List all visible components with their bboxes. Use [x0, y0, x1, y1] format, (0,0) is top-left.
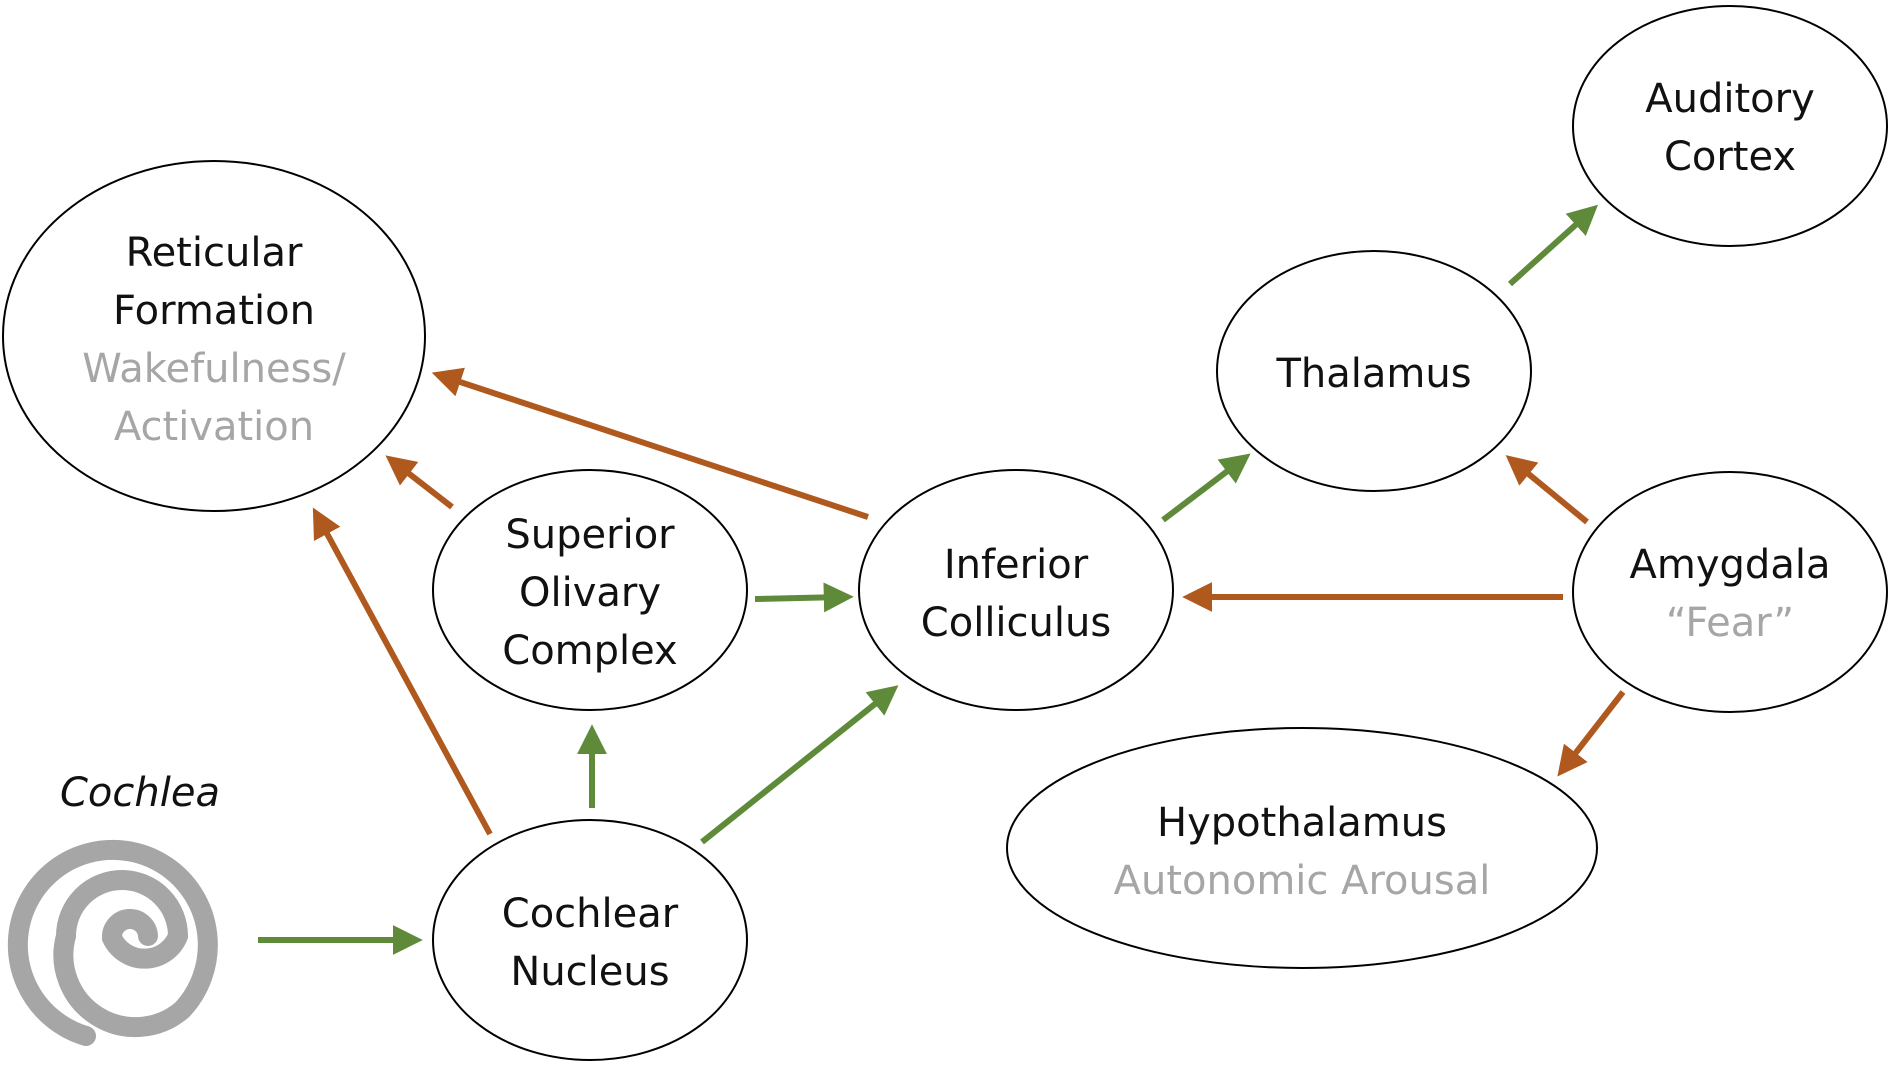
cochlear-nucleus-title-1: Cochlear	[502, 891, 679, 937]
cochlea-label: Cochlea	[60, 770, 220, 816]
superior-olivary-title-1: Superior	[505, 512, 675, 558]
inferior-colliculus-ellipse	[858, 469, 1174, 711]
arrow-superior-olivary-to-inferior-colliculus	[754, 582, 854, 613]
cochlear-nucleus-node: Cochlear Nucleus	[432, 819, 748, 1061]
inferior-colliculus-node: Inferior Colliculus	[858, 469, 1174, 711]
reticular-formation-title-1: Reticular	[126, 230, 303, 276]
superior-olivary-title-2: Olivary	[519, 570, 661, 616]
arrow-thalamus-to-auditory-cortex	[1507, 204, 1599, 287]
hypothalamus-ellipse	[1006, 727, 1598, 969]
auditory-cortex-title-2: Cortex	[1664, 134, 1796, 180]
reticular-formation-subtitle-2: Activation	[114, 404, 314, 450]
reticular-formation-ellipse	[2, 160, 426, 512]
connections	[258, 204, 1626, 955]
cochlea: Cochlea	[7, 770, 220, 1046]
superior-olivary-complex-node: Superior Olivary Complex	[432, 469, 748, 711]
spiral-icon	[7, 839, 218, 1046]
reticular-formation-title-2: Formation	[113, 288, 315, 334]
arrow-superior-olivary-to-reticular-formation	[385, 455, 454, 510]
inferior-colliculus-title-1: Inferior	[944, 542, 1089, 588]
arrow-inferior-colliculus-to-thalamus	[1161, 453, 1251, 523]
arrow-cochlear-nucleus-to-reticular-formation	[312, 507, 493, 836]
superior-olivary-complex-ellipse	[432, 469, 748, 711]
hypothalamus-subtitle: Autonomic Arousal	[1114, 858, 1491, 904]
amygdala-subtitle: “Fear”	[1666, 600, 1794, 646]
reticular-formation-node: Reticular Formation Wakefulness/ Activat…	[2, 160, 426, 512]
hypothalamus-node: Hypothalamus Autonomic Arousal	[1006, 727, 1598, 969]
amygdala-ellipse	[1572, 471, 1888, 713]
hypothalamus-title: Hypothalamus	[1157, 800, 1447, 846]
auditory-cortex-ellipse	[1572, 5, 1888, 247]
cochlear-nucleus-title-2: Nucleus	[510, 949, 669, 995]
thalamus-ellipse	[1216, 250, 1532, 492]
amygdala-node: Amygdala “Fear”	[1572, 471, 1888, 713]
thalamus-title: Thalamus	[1275, 351, 1471, 397]
auditory-cortex-title-1: Auditory	[1645, 76, 1815, 122]
reticular-formation-subtitle-1: Wakefulness/	[82, 346, 346, 392]
thalamus-node: Thalamus	[1216, 250, 1532, 492]
inferior-colliculus-title-2: Colliculus	[921, 600, 1111, 646]
arrow-cochlear-nucleus-to-inferior-colliculus	[700, 685, 899, 845]
cochlear-nucleus-ellipse	[432, 819, 748, 1061]
amygdala-title: Amygdala	[1630, 542, 1831, 588]
arrow-amygdala-to-hypothalamus	[1557, 690, 1626, 777]
arrow-amygdala-to-thalamus	[1505, 455, 1589, 525]
arrow-inferior-colliculus-to-reticular-formation	[431, 367, 869, 520]
auditory-cortex-node: Auditory Cortex	[1572, 5, 1888, 247]
superior-olivary-title-3: Complex	[502, 628, 677, 674]
